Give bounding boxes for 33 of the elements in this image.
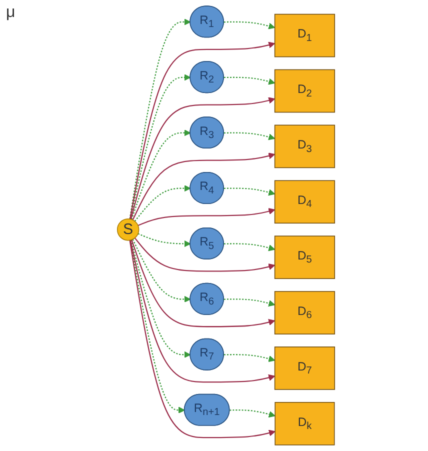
arrow [224, 188, 276, 196]
node-box: D$_{k}$ [274, 402, 335, 446]
arrow [138, 208, 276, 226]
node-box: D$_{4}$ [274, 180, 336, 224]
arrow [129, 18, 191, 220]
node-box: D$_{6}$ [274, 291, 336, 334]
arrow [131, 240, 276, 328]
node-box: D$_{7}$ [274, 346, 336, 390]
arrow [230, 410, 276, 418]
arrow [132, 152, 276, 220]
node-circle: S [116, 218, 140, 241]
node-box: D$_{1}$ [274, 14, 336, 58]
arrow [224, 243, 276, 252]
arrow [138, 233, 191, 248]
arrow [224, 132, 276, 140]
arrow [130, 240, 276, 383]
arrow [130, 74, 191, 220]
arrow [130, 240, 191, 358]
arrow [134, 184, 191, 222]
arrow [131, 130, 191, 220]
arrow [132, 239, 191, 303]
arrow [130, 97, 276, 220]
arrow [134, 238, 276, 272]
arrow [224, 76, 276, 85]
node-box: D$_{5}$ [274, 236, 336, 279]
arrow [224, 21, 276, 30]
arrow [129, 42, 276, 220]
arrow [129, 240, 276, 438]
parameter-label: μ [6, 4, 16, 22]
node-box: D$_{3}$ [274, 124, 336, 168]
node-box: D$_{2}$ [274, 69, 336, 113]
arrow [224, 354, 276, 362]
arrow [224, 298, 276, 307]
